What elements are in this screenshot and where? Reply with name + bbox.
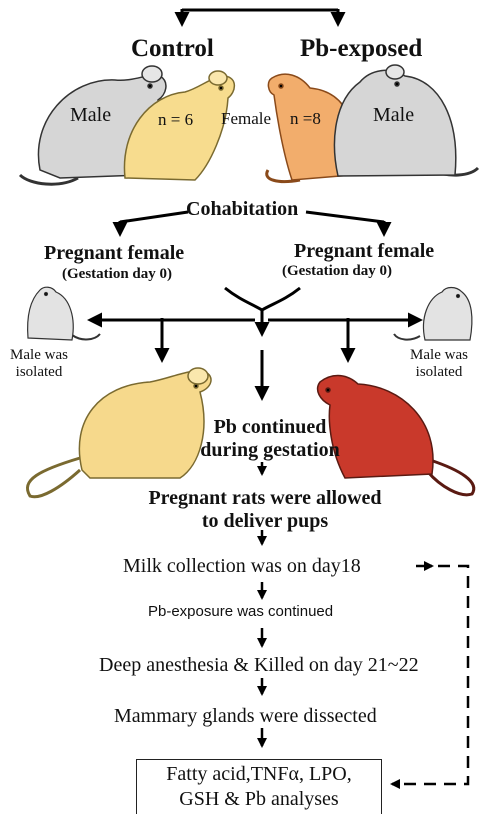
pregnant-female-right-label: Pregnant female xyxy=(294,241,434,261)
control-male-label: Male xyxy=(70,105,111,125)
deliver-pups-line1: Pregnant rats were allowed xyxy=(130,488,400,508)
control-count-label: n = 6 xyxy=(158,111,193,128)
isolated-male-rat-left-illustration xyxy=(28,287,100,340)
distribution-connector xyxy=(90,288,420,398)
pregnant-control-rat-illustration xyxy=(27,368,211,497)
pb-continued-line2: during gestation xyxy=(180,440,360,460)
isolated-male-rat-right-illustration xyxy=(394,288,472,341)
pb-continued-line1: Pb continued xyxy=(200,417,340,437)
pregnant-female-left-label: Pregnant female xyxy=(44,243,184,263)
cohabitation-label: Cohabitation xyxy=(186,199,298,219)
analyses-line2: GSH & Pb analyses xyxy=(136,789,382,809)
mammary-dissection-step: Mammary glands were dissected xyxy=(114,706,377,726)
pregnant-exposed-rat-illustration xyxy=(318,376,474,495)
control-group-title: Control xyxy=(131,36,214,61)
male-isolated-right-line1: Male was xyxy=(406,348,472,363)
male-isolated-right-line2: isolated xyxy=(406,365,472,380)
anesthesia-step: Deep anesthesia & Killed on day 21~22 xyxy=(99,655,419,675)
control-female-label: Female xyxy=(221,110,271,127)
gestation-day-left-label: (Gestation day 0) xyxy=(62,267,172,282)
milk-collection-step: Milk collection was on day18 xyxy=(123,556,361,576)
gestation-day-right-label: (Gestation day 0) xyxy=(282,264,392,279)
exposed-count-label: n =8 xyxy=(290,110,321,127)
analyses-line1: Fatty acid,TNFα, LPO, xyxy=(136,764,382,784)
deliver-pups-line2: to deliver pups xyxy=(130,511,400,531)
male-isolated-left-line1: Male was xyxy=(6,348,72,363)
male-isolated-left-line2: isolated xyxy=(6,365,72,380)
exposed-male-label: Male xyxy=(373,105,414,125)
pb-exposure-step: Pb-exposure was continued xyxy=(148,604,333,619)
top-split-connector xyxy=(182,9,338,24)
exposed-group-title: Pb-exposed xyxy=(300,36,422,61)
